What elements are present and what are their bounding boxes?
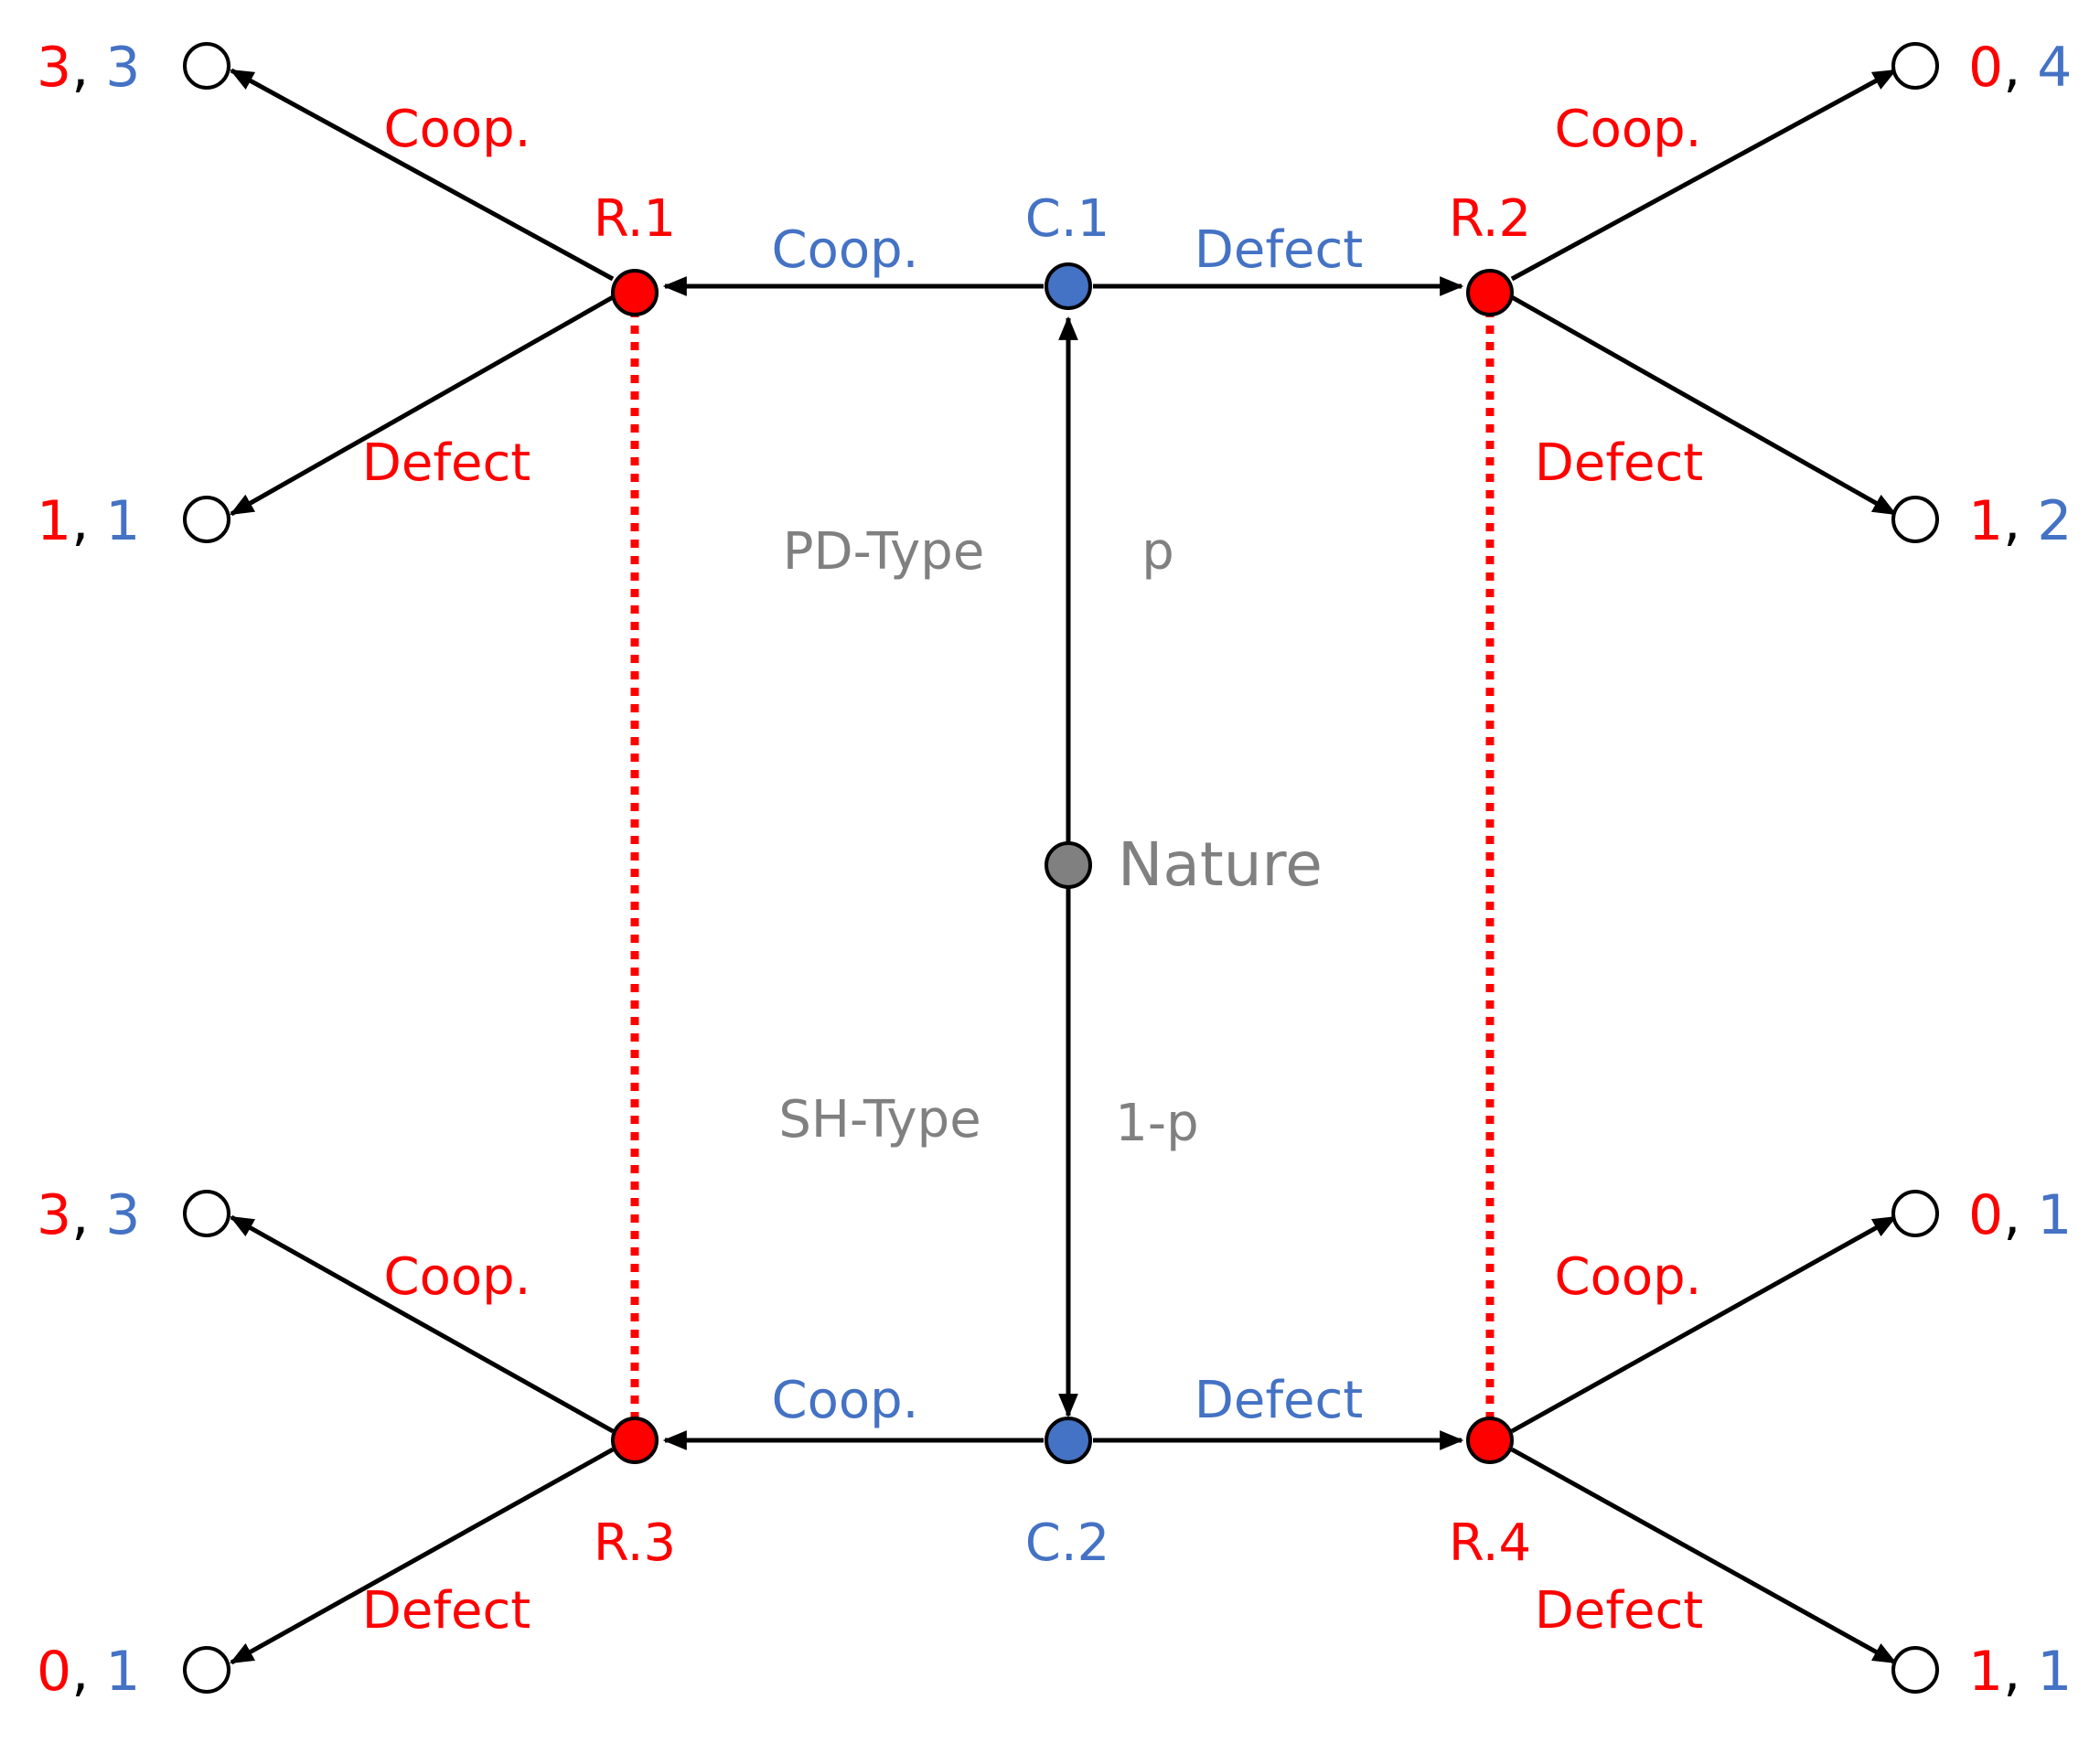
r2-defect-label: Defect	[1535, 433, 1704, 493]
r3-defect-label: Defect	[362, 1581, 531, 1641]
payoff-col-value: 4	[2037, 36, 2072, 100]
sh-type-label: SH-Type	[778, 1090, 980, 1150]
payoff-separator: ,	[71, 1640, 89, 1704]
c1-label: C.1	[1025, 189, 1110, 249]
r1-node	[611, 269, 659, 316]
nature-label: Nature	[1118, 829, 1323, 900]
c2-defect-label: Defect	[1195, 1371, 1364, 1430]
pd-type-label: PD-Type	[783, 522, 985, 582]
c1-coop-label: Coop.	[772, 220, 919, 280]
payoff-separator: ,	[71, 1183, 89, 1247]
payoff-row-value: 1	[37, 489, 71, 553]
r4-defect-label: Defect	[1535, 1581, 1704, 1641]
payoff-row-value: 0	[1968, 1183, 2003, 1247]
payoff-col-value: 3	[105, 36, 140, 100]
payoff-row-value: 1	[1968, 1640, 2003, 1704]
edge-r2-defect	[1510, 294, 1897, 517]
payoff-row-value: 0	[1968, 36, 2003, 100]
payoff-col-value: 3	[105, 1183, 140, 1247]
terminal-r2-coop	[1891, 42, 1939, 90]
r2-coop-label: Coop.	[1555, 100, 1702, 159]
r1-coop-label: Coop.	[384, 100, 531, 159]
payoff-row-value: 3	[37, 1183, 71, 1247]
terminal-r4-defect	[1891, 1646, 1939, 1694]
c1-node	[1045, 262, 1092, 310]
edge-r4-defect	[1510, 1447, 1897, 1665]
payoff-separator: ,	[2003, 36, 2020, 100]
terminal-r2-defect	[1891, 496, 1939, 543]
payoff-col-value: 1	[105, 1640, 140, 1704]
c2-coop-label: Coop.	[772, 1371, 919, 1430]
r3-label: R.3	[594, 1513, 676, 1573]
terminal-r3-coop	[183, 1190, 230, 1237]
c2-label: C.2	[1025, 1513, 1110, 1573]
payoff-r4-defect: 1,1	[1968, 1640, 2072, 1704]
payoff-r3-defect: 0,1	[37, 1640, 140, 1704]
edge-r3-coop	[230, 1214, 615, 1434]
payoff-col-value: 2	[2037, 489, 2072, 553]
r4-coop-label: Coop.	[1555, 1247, 1702, 1307]
payoff-separator: ,	[2003, 1183, 2020, 1247]
payoff-r2-coop: 0,4	[1968, 36, 2072, 100]
payoff-separator: ,	[2003, 1640, 2020, 1704]
c2-node	[1045, 1417, 1092, 1464]
payoff-separator: ,	[71, 36, 89, 100]
payoff-col-value: 1	[2037, 1183, 2072, 1247]
c1-defect-label: Defect	[1195, 220, 1364, 280]
payoff-col-value: 1	[2037, 1640, 2072, 1704]
payoff-row-value: 0	[37, 1640, 71, 1704]
terminal-r1-coop	[183, 42, 230, 90]
r3-coop-label: Coop.	[384, 1247, 531, 1307]
r4-node	[1466, 1417, 1514, 1464]
terminal-r4-coop	[1891, 1190, 1939, 1237]
payoff-row-value: 3	[37, 36, 71, 100]
edge-r4-coop	[1510, 1214, 1897, 1434]
payoff-r4-coop: 0,1	[1968, 1183, 2072, 1247]
payoff-col-value: 1	[105, 489, 140, 553]
r1-label: R.1	[594, 189, 676, 249]
r4-label: R.4	[1449, 1513, 1531, 1573]
nature-node	[1045, 841, 1092, 889]
payoff-r1-coop: 3,3	[37, 36, 140, 100]
r2-node	[1466, 269, 1514, 316]
terminal-r3-defect	[183, 1646, 230, 1694]
r1-defect-label: Defect	[362, 433, 531, 493]
edge-r1-defect	[230, 294, 615, 517]
r3-node	[611, 1417, 659, 1464]
pd-prob-label: p	[1141, 522, 1174, 582]
r2-label: R.2	[1449, 189, 1531, 249]
payoff-r1-defect: 1,1	[37, 489, 140, 553]
payoff-r3-coop: 3,3	[37, 1183, 140, 1247]
terminal-r1-defect	[183, 496, 230, 543]
payoff-r2-defect: 1,2	[1968, 489, 2072, 553]
payoff-separator: ,	[2003, 489, 2020, 553]
payoff-separator: ,	[71, 489, 89, 553]
edge-r1-coop	[230, 68, 615, 282]
payoff-row-value: 1	[1968, 489, 2003, 553]
sh-prob-label: 1-p	[1115, 1094, 1198, 1153]
edge-r3-defect	[230, 1447, 615, 1665]
edge-r2-coop	[1510, 68, 1897, 282]
